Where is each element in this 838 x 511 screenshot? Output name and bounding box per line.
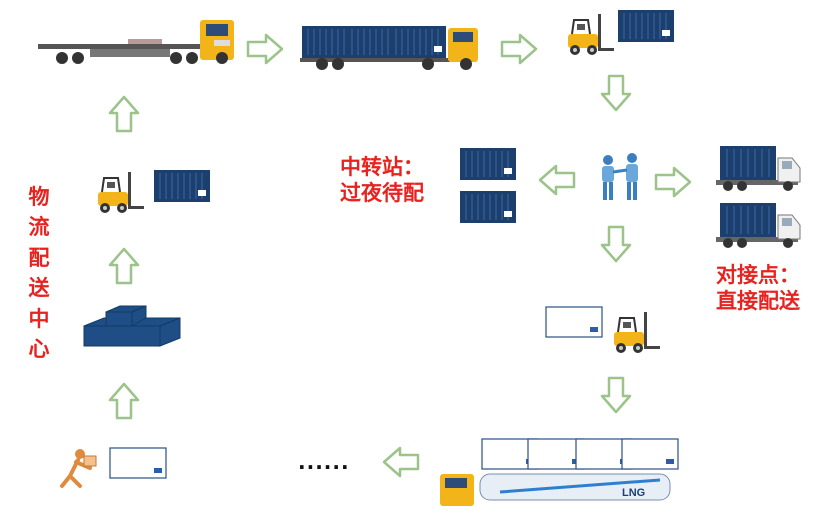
forklift-icon: [567, 13, 615, 56]
arrow-right-icon: [500, 33, 538, 65]
box-truck-icon: [715, 145, 801, 192]
arrow-up-icon: [108, 247, 140, 285]
flatbed-truck-icon: [38, 20, 234, 64]
parcel-icon: [109, 447, 167, 479]
arrow-down-icon: [600, 376, 632, 414]
container-icon: [459, 190, 517, 224]
arrow-left-icon: [538, 164, 576, 196]
pallet-boxes-icon: [83, 305, 181, 347]
arrow-right-icon: [246, 33, 284, 65]
forklift-icon: [97, 171, 145, 214]
tanker-truck-icon: [440, 438, 679, 506]
arrow-down-icon: [600, 225, 632, 263]
distribution-center-label: 物流配送中心: [28, 185, 50, 362]
direct-point-label: 对接点： 直接配送: [716, 263, 800, 314]
arrow-up-icon: [108, 95, 140, 133]
ellipsis-text: ......: [298, 450, 350, 474]
container-icon: [459, 147, 517, 181]
arrow-down-icon: [600, 74, 632, 112]
box-truck-icon: [715, 202, 801, 249]
arrow-up-icon: [108, 382, 140, 420]
container-truck-icon: [300, 25, 478, 70]
workers-handshake-icon: [602, 153, 638, 200]
container-icon: [153, 169, 211, 203]
tanker-brand-text: LNG: [622, 487, 645, 499]
arrow-right-icon: [654, 166, 692, 198]
transfer-station-label: 中转站： 过夜待配: [340, 155, 424, 206]
parcel-icon: [545, 306, 603, 338]
arrow-left-icon: [382, 446, 420, 478]
forklift-icon: [613, 311, 661, 354]
container-icon: [617, 9, 675, 43]
porter-icon: [60, 449, 97, 488]
